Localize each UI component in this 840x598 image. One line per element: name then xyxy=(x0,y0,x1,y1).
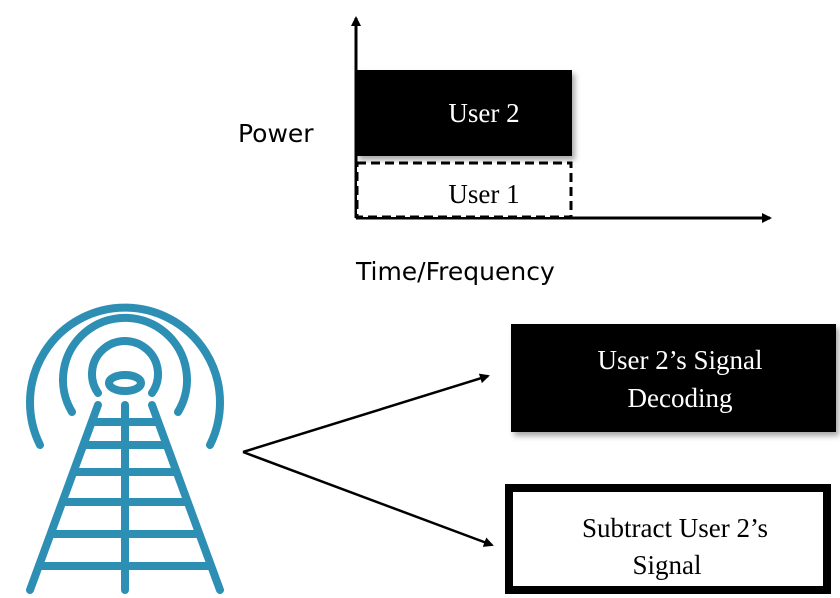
power-chart: User 2 User 1 Power Time/Frequency xyxy=(238,16,772,286)
arrow-to-decoding xyxy=(242,373,490,454)
branch-arrows xyxy=(242,373,494,547)
decoding-box-line2: Decoding xyxy=(628,383,733,413)
antenna-tower-icon xyxy=(26,303,224,594)
subtract-box-line1: Subtract User 2’s xyxy=(582,513,768,543)
user1-power-block xyxy=(355,161,573,219)
subtract-box-line2: Signal xyxy=(632,550,701,580)
arrow-to-subtract xyxy=(242,450,494,547)
user1-block-label: User 1 xyxy=(448,179,519,209)
time-frequency-axis-label: Time/Frequency xyxy=(355,257,555,286)
user2-power-block xyxy=(356,70,572,156)
user2-block-label: User 2 xyxy=(448,98,519,128)
decoding-box-line1: User 2’s Signal xyxy=(598,345,763,375)
subtract-box: Subtract User 2’s Signal xyxy=(505,484,831,594)
decoding-box: User 2’s Signal Decoding xyxy=(511,324,836,432)
power-axis-label: Power xyxy=(238,119,314,148)
